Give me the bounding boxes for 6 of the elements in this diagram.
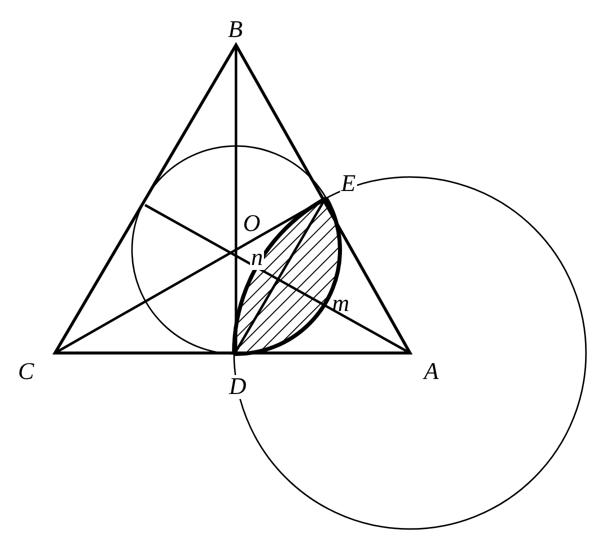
point-label: B <box>228 18 243 42</box>
point-label: D <box>228 375 248 399</box>
point-label: C <box>18 360 34 384</box>
point-label: A <box>424 360 439 384</box>
point-label: O <box>243 212 260 236</box>
point-label: m <box>332 292 350 316</box>
